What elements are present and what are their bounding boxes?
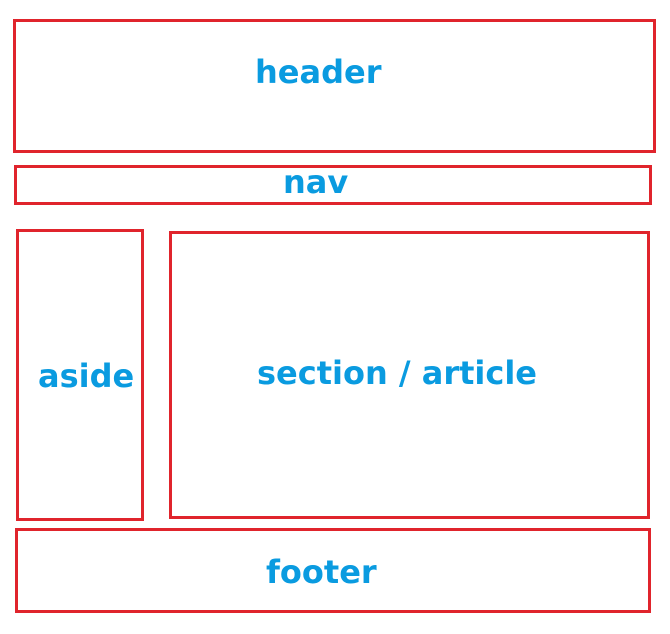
nav-block — [14, 165, 652, 205]
nav-label: nav — [283, 163, 349, 201]
aside-label: aside — [38, 357, 135, 395]
header-label: header — [255, 53, 382, 91]
section-article-label: section / article — [257, 354, 537, 392]
header-block — [13, 19, 656, 153]
footer-block — [15, 528, 651, 613]
footer-label: footer — [266, 553, 377, 591]
section-article-block — [169, 231, 650, 519]
aside-block — [16, 229, 144, 521]
